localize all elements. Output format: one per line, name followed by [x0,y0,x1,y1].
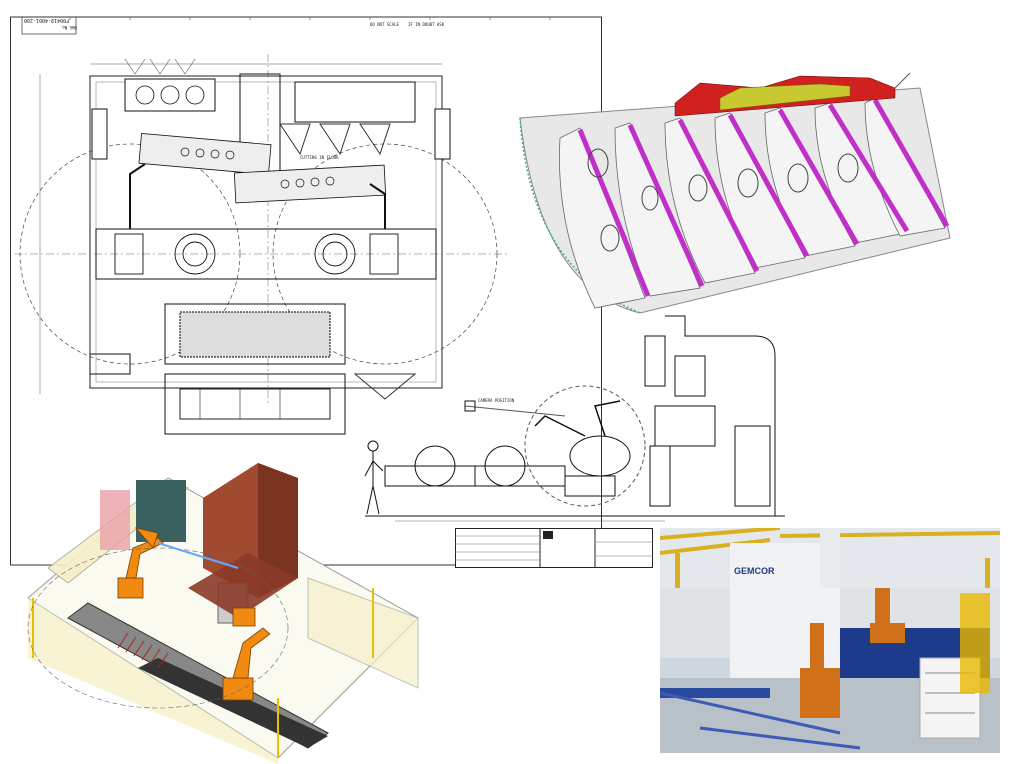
drawing-sheet [10,14,602,566]
note-if-in-doubt: IF IN DOUBT ASK [408,22,445,27]
floor-cutting-label: CUTTING IN FLOOR [300,155,339,160]
robot-cell-3d-render [8,458,423,764]
title-block [455,528,653,568]
drawing-number-label-text: DWG No. [60,25,77,30]
floor-plan-drawing [10,16,602,566]
wing-skin-render [500,68,960,318]
drawing-number: F00419-4001-200 [24,17,69,23]
camera-position-label: CAMERA POSITION [478,398,515,403]
note-do-not-scale: DO NOT SCALE [370,22,399,27]
drawing-number-label: DWG No. [60,25,77,30]
gemcor-logo: GEMCOR [734,566,775,576]
side-elevation-drawing [355,296,795,528]
drawing-number-text: F00419-4001-200 [24,17,70,23]
factory-photo: GEMCOR [660,528,1000,753]
